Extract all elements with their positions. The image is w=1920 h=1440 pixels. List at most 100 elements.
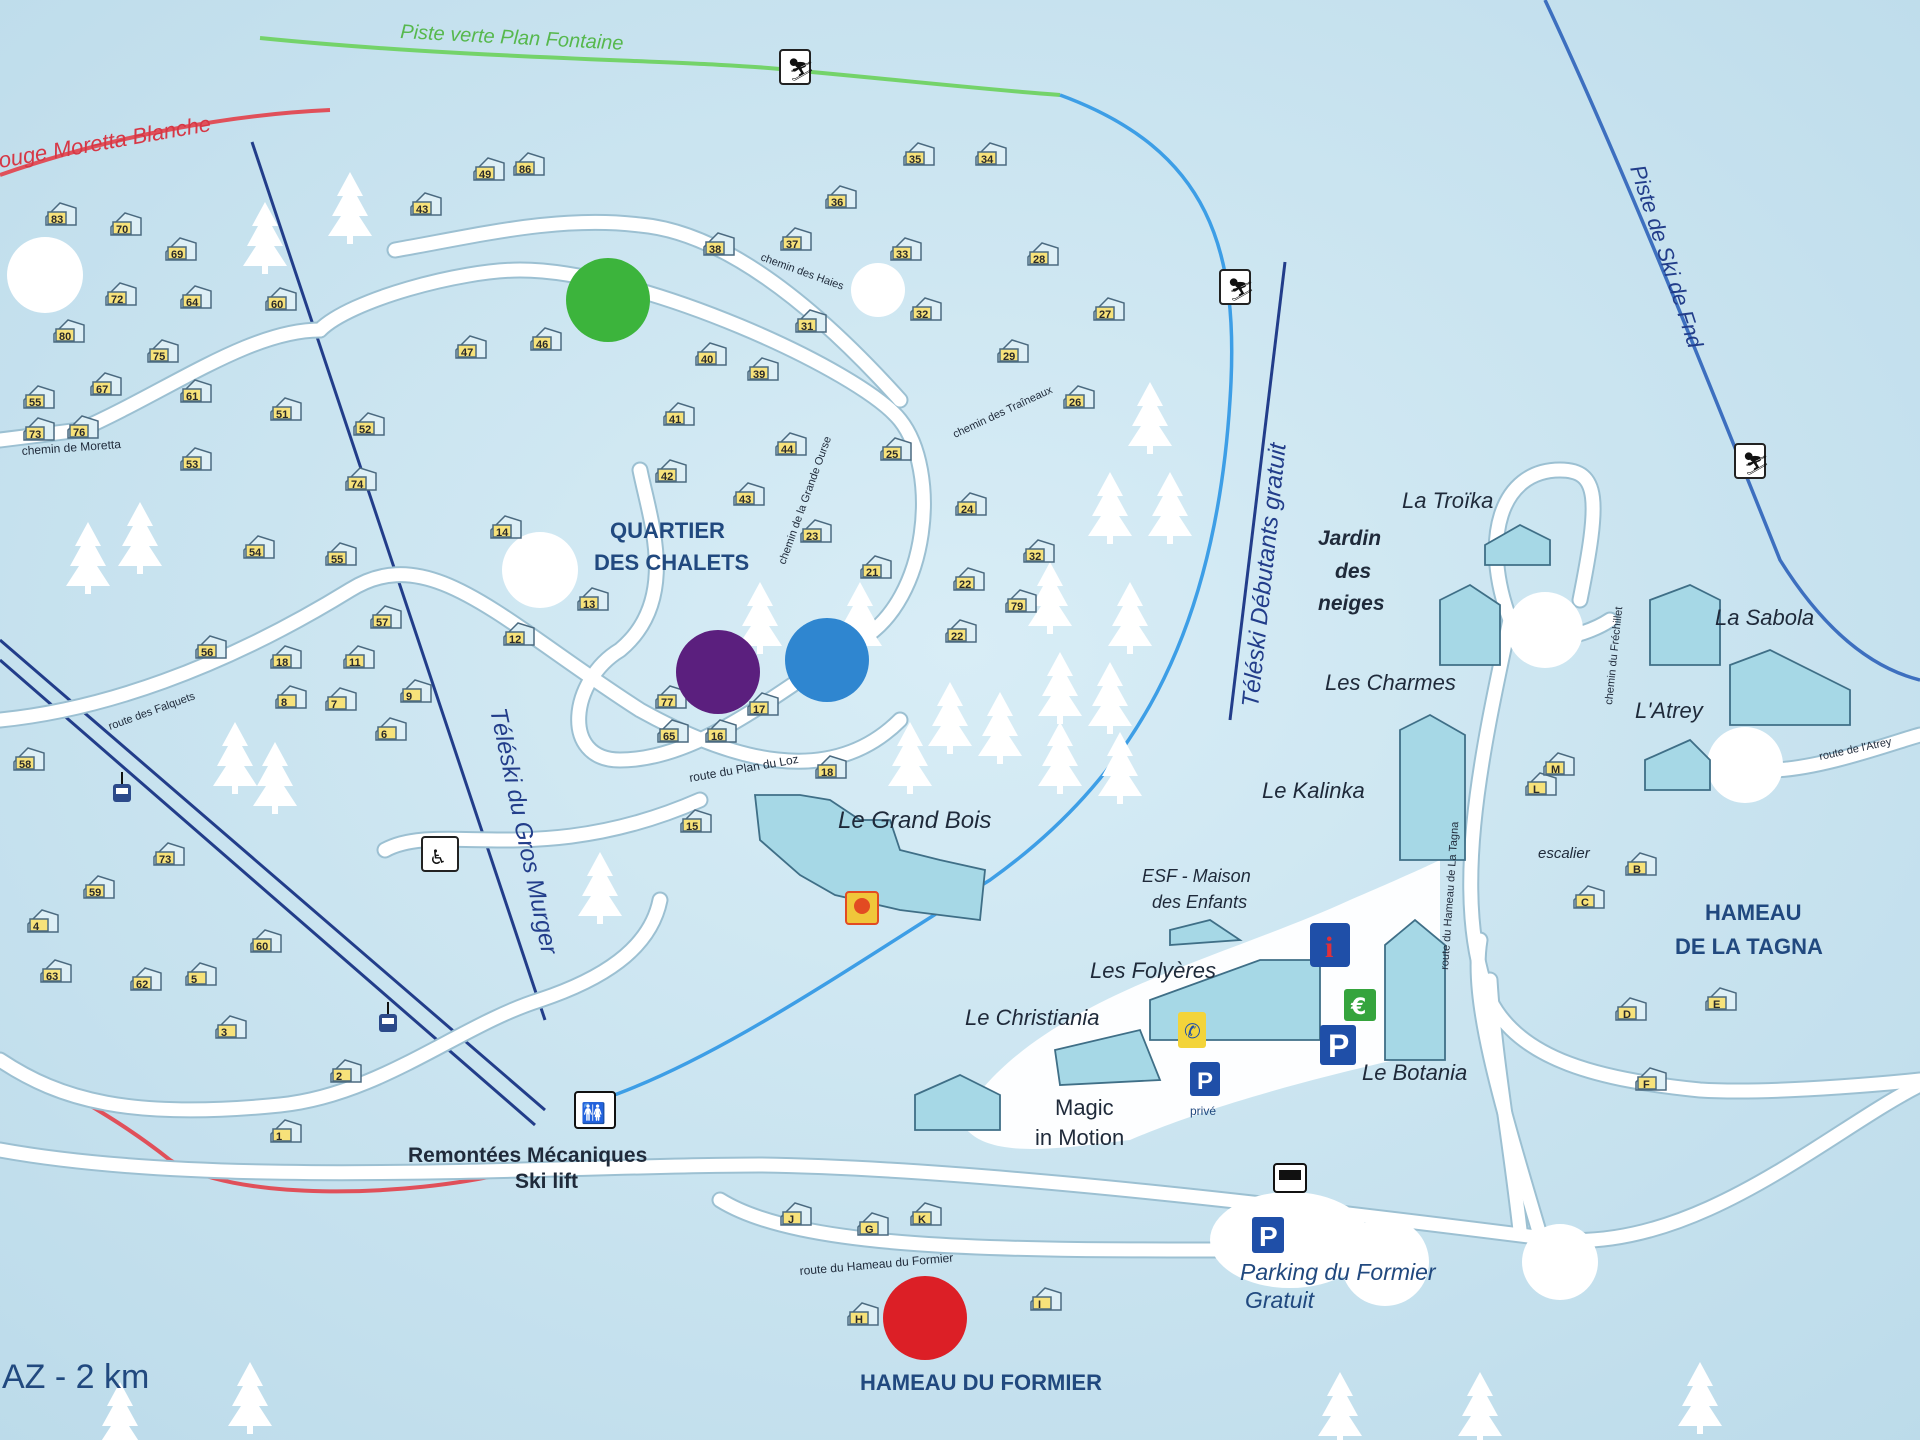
chalet-letter: L: [1533, 784, 1540, 796]
skier-icon: ⛷: [1219, 269, 1255, 305]
chalet-number: 62: [136, 979, 148, 991]
chalet-number: 36: [831, 197, 843, 209]
purple-marker[interactable]: [676, 630, 760, 714]
svg-text:P: P: [1197, 1068, 1213, 1095]
building-christiania: [1053, 1028, 1162, 1086]
building-sabola-b: [1729, 649, 1851, 726]
chalet-letter: H: [855, 1314, 863, 1326]
chalet-number: 24: [961, 504, 974, 516]
svg-text:P: P: [1259, 1221, 1278, 1252]
chalet-number: 70: [116, 224, 128, 236]
red-marker[interactable]: [883, 1276, 967, 1360]
chalet-letter: F: [1643, 1079, 1650, 1091]
green-marker[interactable]: [566, 258, 650, 342]
road-network: [0, 213, 1920, 1259]
blue-marker[interactable]: [785, 618, 869, 702]
parking-icon: P: [1320, 1025, 1356, 1065]
chalet-number: 79: [1011, 601, 1023, 613]
chalet-number: 29: [1003, 351, 1015, 363]
chalet-number: 49: [479, 169, 491, 181]
chalet-number: 16: [711, 731, 723, 743]
chalets: 83 70 69 72 64 60 80 75 55 67 61 73 76 5…: [13, 142, 1125, 1143]
parking-formier-label-line1: Parking du Formier: [1240, 1259, 1437, 1285]
quartier-label-line1: QUARTIER: [610, 518, 725, 543]
jardin-label-line1: Jardin: [1318, 527, 1381, 550]
magic-label-line2: in Motion: [1035, 1125, 1124, 1150]
chalet-number: 7: [331, 699, 337, 711]
chalet-number: 32: [916, 309, 928, 321]
bus-icon: [1273, 1163, 1307, 1193]
roundabout-node: [851, 263, 905, 317]
chalet-number: 25: [886, 449, 898, 461]
remontees-label-line2: Ski lift: [515, 1170, 578, 1193]
chalet-number: 31: [801, 321, 813, 333]
chalet-number: 43: [416, 204, 428, 216]
chalet-number: 83: [51, 214, 63, 226]
chalet-letter: E: [1713, 999, 1720, 1011]
charmes-label: Les Charmes: [1325, 670, 1456, 695]
escalier-label: escalier: [1538, 845, 1591, 862]
chalet-number: 13: [583, 599, 595, 611]
jardin-label-line2: des: [1335, 560, 1371, 583]
skier-icon: ⛷: [779, 49, 815, 85]
distance-label: AZ - 2 km: [2, 1358, 149, 1396]
quartier-label-line2: DES CHALETS: [594, 550, 749, 575]
chalet-number: 43: [739, 494, 751, 506]
chalet-number: 74: [351, 479, 364, 491]
hameau-tagna-label-line1: HAMEAU: [1705, 900, 1802, 925]
svg-text:i: i: [1325, 931, 1333, 964]
folyeres-label: Les Folyères: [1090, 958, 1216, 983]
svg-text:P: P: [1328, 1028, 1349, 1064]
chalet-number: 27: [1099, 309, 1111, 321]
svg-text:🚻: 🚻: [581, 1101, 606, 1125]
lettered-chalets: A B C D E F G H I J K L M: [780, 692, 1792, 1326]
kalinka-label: Le Kalinka: [1262, 778, 1365, 803]
roundabout-node: [1522, 1224, 1598, 1300]
lift-line-debutants: [1228, 261, 1287, 721]
chalet-number: 59: [89, 887, 101, 899]
building-troika: [1484, 523, 1551, 566]
svg-text:✆: ✆: [1184, 1019, 1201, 1043]
chalet-number: 55: [29, 397, 41, 409]
roundabout-node: [1707, 727, 1783, 803]
chalet-number: 58: [19, 759, 31, 771]
roundabout-node: [1341, 1218, 1429, 1306]
atrey-label: L'Atrey: [1635, 698, 1705, 723]
tourist-info-icon: i: [1310, 923, 1350, 967]
chalet-number: 46: [536, 339, 548, 351]
magic-label-line1: Magic: [1055, 1095, 1114, 1120]
chalet-number: 73: [29, 429, 41, 441]
building-sabola-a: [1649, 584, 1721, 666]
chalet-number: 76: [73, 427, 85, 439]
gondola-icon: [113, 772, 131, 802]
chalet-number: 53: [186, 459, 198, 471]
chalet-number: 40: [701, 354, 713, 366]
chalet-number: 39: [753, 369, 765, 381]
chalet-number: 18: [821, 767, 833, 779]
chalet-number: 33: [896, 249, 908, 261]
chalet-number: 28: [1033, 254, 1045, 266]
sledge-icon: ♿: [421, 836, 459, 872]
building-botania: [1384, 918, 1446, 1061]
building-magic: [914, 1074, 1001, 1131]
chalet-number: 73: [159, 854, 171, 866]
chalet-number: 77: [661, 697, 673, 709]
chalet-number: 32: [1029, 551, 1041, 563]
esf-label-line1: ESF - Maison: [1142, 866, 1251, 886]
chalet-number: 12: [509, 634, 521, 646]
chalet-number: 15: [686, 821, 698, 833]
chalet-number: 65: [663, 731, 675, 743]
chalet-number: 8: [281, 697, 287, 709]
chalet-letter: K: [918, 1214, 926, 1226]
chalet-number: 56: [201, 647, 213, 659]
grand-bois-label: Le Grand Bois: [838, 807, 991, 834]
chalet-number: 60: [271, 299, 283, 311]
chalet-number: 57: [376, 617, 388, 629]
building-grand-bois: [753, 794, 986, 922]
chalet-number: 42: [661, 471, 673, 483]
parking-private-label: privé: [1190, 1104, 1216, 1118]
chalet-number: 4: [33, 921, 40, 933]
chalet-number: 60: [256, 941, 268, 953]
building-charmes: [1439, 583, 1501, 666]
